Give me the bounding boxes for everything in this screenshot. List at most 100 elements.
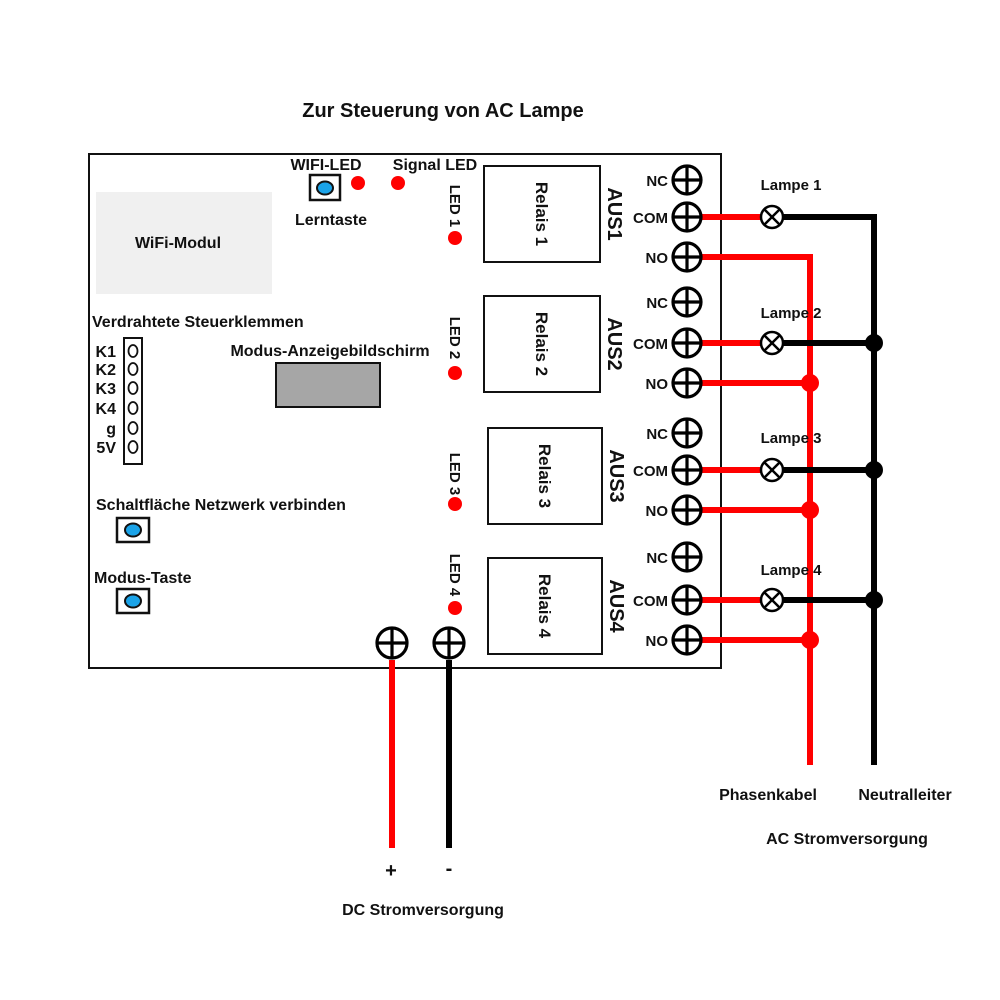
lamp-label: Lampe 2 bbox=[761, 305, 822, 322]
terminal-label-nc: NC bbox=[646, 426, 668, 443]
neutral-wire bbox=[772, 214, 877, 765]
terminal-nc-4[interactable] bbox=[671, 541, 703, 573]
relay-box bbox=[487, 557, 603, 655]
wifi-led-indicator bbox=[351, 176, 365, 190]
relay-led-label: LED 4 bbox=[446, 554, 463, 597]
dc-minus-terminal[interactable] bbox=[432, 626, 466, 660]
terminal-no-1[interactable] bbox=[671, 241, 703, 273]
terminal-label-no: NO bbox=[646, 503, 669, 520]
neutral-junction bbox=[865, 334, 883, 352]
terminal-nc-3[interactable] bbox=[671, 417, 703, 449]
terminal-label-no: NO bbox=[646, 376, 669, 393]
terminal-pin-hole bbox=[127, 344, 139, 358]
terminal-no-2[interactable] bbox=[671, 367, 703, 399]
terminal-label-nc: NC bbox=[646, 173, 668, 190]
terminal-label-com: COM bbox=[633, 463, 668, 480]
terminal-no-3[interactable] bbox=[671, 494, 703, 526]
output-label: AUS4 bbox=[605, 579, 627, 633]
learn-button-label: Lerntaste bbox=[295, 212, 367, 229]
terminal-com-1[interactable] bbox=[671, 201, 703, 233]
network-button-label: Schaltfläche Netzwerk verbinden bbox=[96, 497, 346, 514]
terminal-pin-label: K3 bbox=[96, 381, 117, 398]
output-label: AUS1 bbox=[603, 187, 625, 240]
lamp-1: Lampe 1 bbox=[759, 177, 822, 230]
relay-label: Relais 2 bbox=[532, 312, 551, 376]
lamp-4: Lampe 4 bbox=[759, 562, 823, 613]
terminal-label-com: COM bbox=[633, 593, 668, 610]
terminal-pin-hole bbox=[127, 362, 139, 376]
signal-led-label: Signal LED bbox=[393, 157, 477, 174]
terminal-label-com: COM bbox=[633, 336, 668, 353]
dc-minus-label: - bbox=[446, 858, 453, 880]
phase-junction bbox=[801, 501, 819, 519]
terminal-label-nc: NC bbox=[646, 295, 668, 312]
relay-label: Relais 3 bbox=[535, 444, 554, 508]
ac-power-label: AC Stromversorgung bbox=[766, 831, 928, 848]
relay-label: Relais 1 bbox=[532, 182, 551, 246]
network-button-knob bbox=[124, 522, 142, 538]
terminal-pin-label: 5V bbox=[96, 440, 116, 457]
relay-led-indicator bbox=[448, 601, 462, 615]
terminal-pin-label: K2 bbox=[96, 362, 117, 379]
wired-terminals-label: Verdrahtete Steuerklemmen bbox=[92, 314, 304, 331]
terminal-nc-2[interactable] bbox=[671, 286, 703, 318]
wifi-module bbox=[96, 192, 272, 294]
relay-section-3: LED 3 Relais 3 AUS3 NC COM NO bbox=[446, 417, 703, 526]
relay-led-label: LED 3 bbox=[446, 453, 463, 496]
wifi-module-label: WiFi-Modul bbox=[135, 235, 221, 252]
learn-button-knob bbox=[316, 180, 334, 196]
terminal-label-com: COM bbox=[633, 210, 668, 227]
output-label: AUS2 bbox=[603, 317, 625, 370]
dc-plus-terminal[interactable] bbox=[375, 626, 409, 660]
relay-box bbox=[483, 295, 601, 393]
neutral-wire-label: Neutralleiter bbox=[858, 787, 951, 804]
dc-power-label: DC Stromversorgung bbox=[342, 902, 504, 919]
lamp-3: Lampe 3 bbox=[759, 430, 822, 483]
terminal-label-nc: NC bbox=[646, 550, 668, 567]
relay-box bbox=[483, 165, 601, 263]
diagram-title: Zur Steuerung von AC Lampe bbox=[302, 100, 584, 122]
terminal-pin-hole bbox=[127, 440, 139, 454]
terminal-label-no: NO bbox=[646, 250, 669, 267]
wifi-led-label: WIFI-LED bbox=[290, 157, 361, 174]
dc-plus-label: + bbox=[385, 860, 397, 882]
terminal-com-2[interactable] bbox=[671, 327, 703, 359]
terminal-com-3[interactable] bbox=[671, 454, 703, 486]
terminal-pin-hole bbox=[127, 421, 139, 435]
lamp-label: Lampe 3 bbox=[761, 430, 822, 447]
relay-box bbox=[487, 427, 603, 525]
terminal-no-4[interactable] bbox=[671, 624, 703, 656]
terminal-pin-hole bbox=[127, 381, 139, 395]
terminal-pin-label: g bbox=[106, 421, 116, 438]
phase-wire-label: Phasenkabel bbox=[719, 787, 817, 804]
relay-led-indicator bbox=[448, 497, 462, 511]
neutral-junction bbox=[865, 461, 883, 479]
relay-section-2: LED 2 Relais 2 AUS2 NC COM NO bbox=[446, 286, 703, 399]
terminal-pin-hole bbox=[127, 401, 139, 415]
lamp-label: Lampe 4 bbox=[761, 562, 823, 579]
relay-label: Relais 4 bbox=[535, 574, 554, 639]
mode-button-knob bbox=[124, 593, 142, 609]
output-label: AUS3 bbox=[605, 449, 627, 502]
mode-display bbox=[275, 362, 381, 408]
relay-led-indicator bbox=[448, 366, 462, 380]
phase-junction bbox=[801, 374, 819, 392]
lamp-label: Lampe 1 bbox=[761, 177, 822, 194]
phase-wire bbox=[687, 254, 813, 765]
signal-led-indicator bbox=[391, 176, 405, 190]
relay-led-indicator bbox=[448, 231, 462, 245]
terminal-label-no: NO bbox=[646, 633, 669, 650]
relay-section-4: LED 4 Relais 4 AUS4 NC COM NO bbox=[446, 541, 703, 656]
terminal-pin-label: K4 bbox=[96, 401, 117, 418]
terminal-com-4[interactable] bbox=[671, 584, 703, 616]
terminal-pin-label: K1 bbox=[96, 344, 117, 361]
phase-junction bbox=[801, 631, 819, 649]
mode-button-label: Modus-Taste bbox=[94, 570, 192, 587]
lamp-2: Lampe 2 bbox=[759, 305, 822, 356]
neutral-junction bbox=[865, 591, 883, 609]
terminal-nc-1[interactable] bbox=[671, 164, 703, 196]
relay-led-label: LED 2 bbox=[446, 317, 463, 360]
mode-display-label: Modus-Anzeigebildschirm bbox=[230, 343, 429, 360]
